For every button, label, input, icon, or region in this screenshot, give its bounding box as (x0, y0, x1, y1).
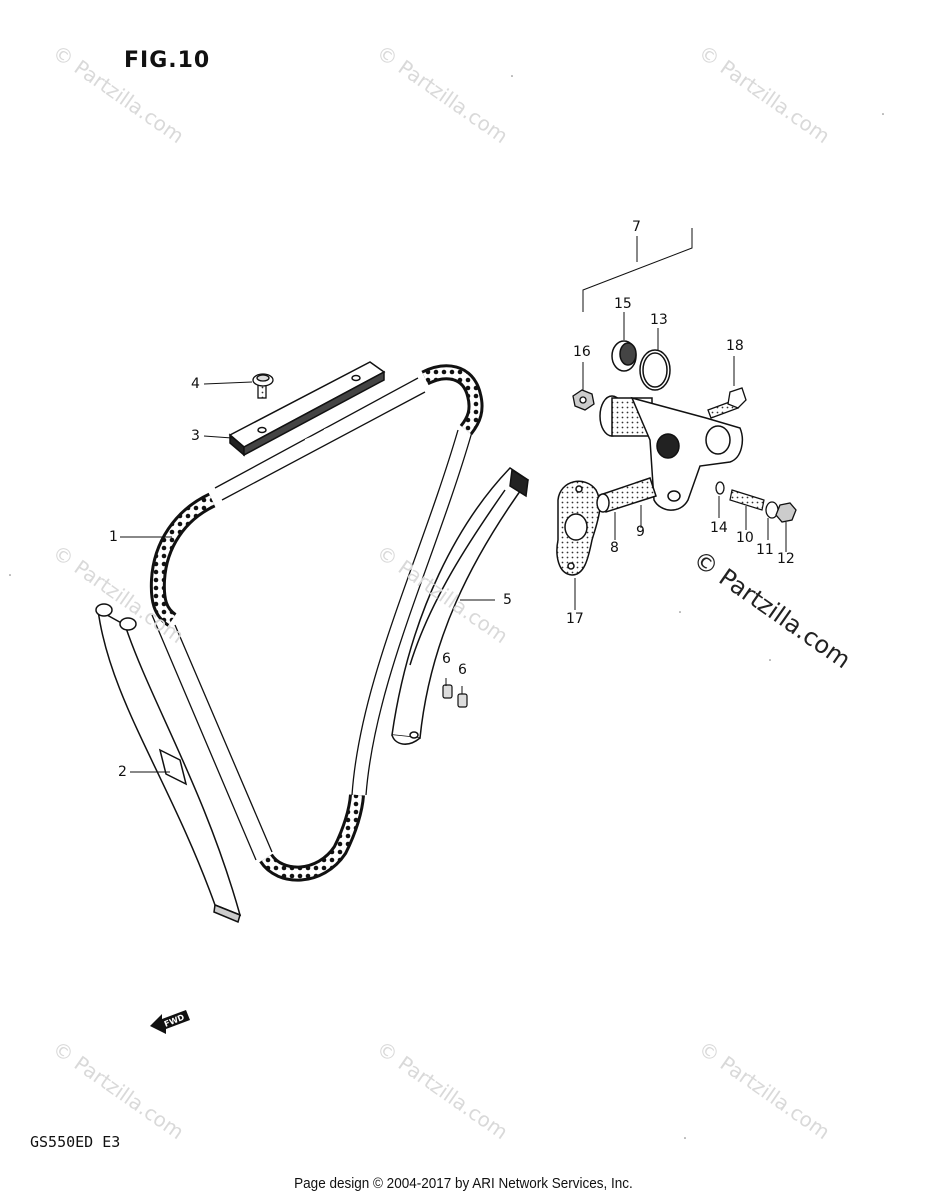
part-label-11[interactable]: 11 (756, 542, 774, 558)
part-label-1[interactable]: 1 (109, 529, 118, 545)
part-label-12[interactable]: 12 (777, 551, 795, 567)
model-code: GS550ED E3 (30, 1133, 121, 1151)
nut-16 (572, 389, 595, 411)
cam-chain (149, 364, 484, 882)
part-label-9[interactable]: 9 (636, 524, 645, 540)
part-label-17[interactable]: 17 (566, 611, 584, 627)
figure-title: FIG.10 (124, 48, 211, 73)
part-label-7[interactable]: 7 (632, 219, 641, 235)
guide-dampers (442, 684, 468, 708)
part-label-4[interactable]: 4 (191, 376, 200, 392)
washer-nut-set (715, 481, 797, 523)
forward-arrow-icon: FWD (150, 1010, 190, 1034)
bolt-18 (707, 387, 747, 419)
tensioner-assembly (596, 395, 743, 513)
part-label-5[interactable]: 5 (503, 592, 512, 608)
part-label-16[interactable]: 16 (573, 344, 591, 360)
forward-arrow-text: FWD (163, 1013, 186, 1029)
seal-15 (611, 340, 637, 372)
part-label-14[interactable]: 14 (710, 520, 728, 536)
scan-specks (9, 75, 884, 1139)
part-label-13[interactable]: 13 (650, 312, 668, 328)
page-footer: Page design © 2004-2017 by ARI Network S… (294, 1175, 633, 1192)
part-label-18[interactable]: 18 (726, 338, 744, 354)
chain-guide-rear (391, 467, 530, 745)
part-label-3[interactable]: 3 (191, 428, 200, 444)
o-ring-13 (639, 349, 671, 391)
part-label-2[interactable]: 2 (118, 764, 127, 780)
part-label-15[interactable]: 15 (614, 296, 632, 312)
tensioner-gasket (556, 480, 601, 576)
leader-lines (120, 228, 787, 773)
tensioner-spring (729, 489, 765, 511)
part-label-6b[interactable]: 6 (458, 662, 467, 678)
part-label-10[interactable]: 10 (736, 530, 754, 546)
chain-tensioner-blade (95, 603, 242, 924)
bolt-4 (252, 373, 274, 399)
part-label-6a[interactable]: 6 (442, 651, 451, 667)
chain-guide-top (228, 361, 386, 457)
part-label-8[interactable]: 8 (610, 540, 619, 556)
